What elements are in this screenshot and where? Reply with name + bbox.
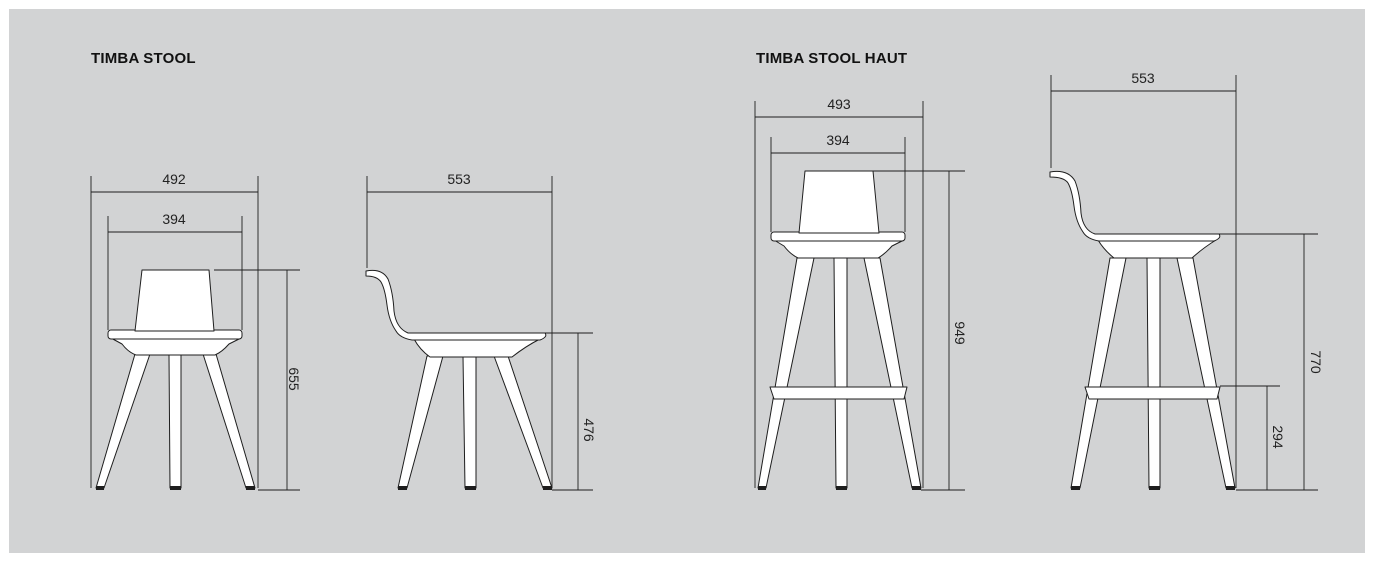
foot-center [836, 486, 847, 490]
stool-high-front-view: 493 394 949 [754, 96, 968, 491]
dim-label-492: 492 [162, 171, 186, 187]
section-title-timba-stool: TIMBA STOOL [91, 50, 196, 67]
foot-right [1226, 486, 1235, 490]
stool-low-side-view: 553 476 [365, 171, 597, 491]
leg-center [1146, 257, 1161, 489]
foot-center [1149, 486, 1160, 490]
dim-label-770: 770 [1308, 350, 1324, 374]
dim-label-394: 394 [826, 132, 850, 148]
seat-bowl [413, 338, 541, 358]
seat-bowl [773, 239, 905, 259]
leg-left [1070, 257, 1127, 489]
leg-left [95, 353, 151, 489]
dim-label-553: 553 [1131, 70, 1155, 86]
dim-label-476: 476 [581, 418, 597, 442]
section-title-timba-stool-haut: TIMBA STOOL HAUT [756, 50, 907, 67]
foot-center [170, 486, 181, 490]
leg-right [1176, 257, 1236, 489]
leg-left [757, 257, 815, 489]
foot-left [758, 486, 766, 490]
stool-high-side-view: 553 770 294 [1049, 70, 1324, 491]
leg-center [168, 353, 182, 489]
footrest [769, 386, 908, 400]
leg-right [863, 257, 922, 489]
leg-center [462, 355, 477, 489]
leg-center [833, 257, 848, 489]
foot-right [912, 486, 921, 490]
dim-label-493: 493 [827, 96, 851, 112]
dim-label-655: 655 [286, 367, 302, 391]
leg-right [493, 355, 553, 489]
backrest [798, 170, 880, 234]
foot-left [398, 486, 407, 490]
foot-right [246, 486, 255, 490]
backrest [134, 269, 215, 332]
foot-right [543, 486, 552, 490]
footrest [1084, 386, 1221, 400]
backrest-and-seat [1049, 170, 1221, 242]
dim-label-294: 294 [1270, 425, 1286, 449]
leg-right [202, 353, 256, 489]
stool-low-front-view: 492 394 655 [90, 171, 302, 491]
seat-bowl [110, 337, 242, 356]
leg-left [397, 355, 444, 489]
backrest-and-seat [365, 269, 547, 341]
foot-left [1071, 486, 1080, 490]
foot-center [465, 486, 476, 490]
dim-label-394: 394 [162, 211, 186, 227]
dim-label-949: 949 [952, 321, 968, 345]
seat-bowl [1097, 239, 1217, 259]
drawing-panel [9, 9, 1365, 553]
dim-label-553: 553 [447, 171, 471, 187]
foot-left [96, 486, 104, 490]
